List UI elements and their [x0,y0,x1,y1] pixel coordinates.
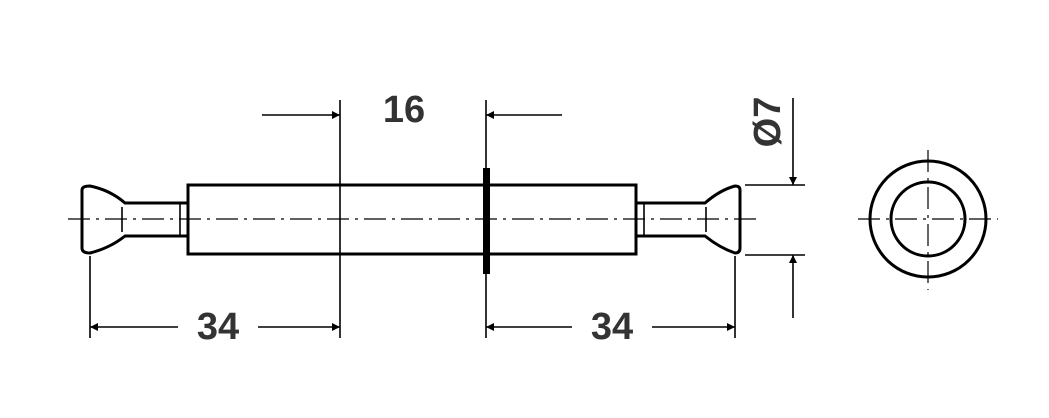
dimension-label-16: 16 [383,89,425,131]
end-view-inner-circle [889,180,967,258]
dimension-16: 16 [262,89,562,338]
dimension-label-34-left: 34 [197,306,239,348]
dimension-34-right: 34 [486,256,736,348]
dimension-label-diameter: Ø7 [747,97,789,148]
dimension-label-34-right: 34 [591,306,633,348]
bolt-end-view [858,150,998,290]
left-head [80,184,188,255]
dimension-diameter: Ø7 [745,97,805,318]
right-head [636,184,742,255]
dimension-34-left: 34 [89,256,340,348]
bolt-body [186,183,638,256]
bolt-side-view [68,168,760,274]
